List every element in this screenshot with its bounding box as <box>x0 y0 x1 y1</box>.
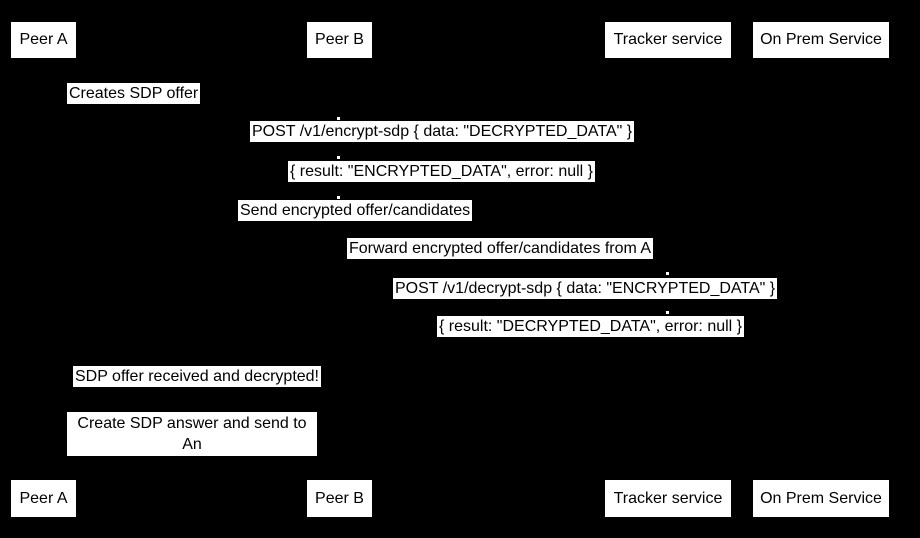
participant-on-prem-service-bottom: On Prem Service <box>753 480 889 517</box>
participant-on-prem-service-top: On Prem Service <box>753 22 889 58</box>
message-encrypt-result: { result: "ENCRYPTED_DATA", error: null … <box>288 161 596 182</box>
participant-peer-b-bottom: Peer B <box>307 480 372 517</box>
message-creates-sdp-offer: Creates SDP offer <box>67 83 201 104</box>
message-post-decrypt-sdp: POST /v1/decrypt-sdp { data: "ENCRYPTED_… <box>393 278 778 299</box>
participant-tracker-service-top: Tracker service <box>605 22 731 58</box>
participant-peer-b-top: Peer B <box>307 22 372 58</box>
message-send-encrypted-offer: Send encrypted offer/candidates <box>238 200 473 221</box>
lifeline-dash <box>337 156 340 159</box>
participant-peer-a-bottom: Peer A <box>11 480 76 517</box>
message-forward-encrypted-offer: Forward encrypted offer/candidates from … <box>347 238 654 259</box>
participant-peer-a-top: Peer A <box>11 22 76 58</box>
lifeline-dash <box>337 196 340 199</box>
lifeline-dash <box>666 311 669 314</box>
note-line-2: using the same mechanism <box>94 457 290 474</box>
message-decrypt-result: { result: "DECRYPTED_DATA", error: null … <box>437 316 745 337</box>
lifeline-dash <box>337 117 340 120</box>
note-create-sdp-answer: Create SDP answer and send to An using t… <box>67 412 317 474</box>
message-sdp-offer-received: SDP offer received and decrypted! <box>73 366 321 387</box>
note-line-1: Create SDP answer and send to An <box>77 415 307 453</box>
message-post-encrypt-sdp: POST /v1/encrypt-sdp { data: "DECRYPTED_… <box>250 121 635 142</box>
participant-tracker-service-bottom: Tracker service <box>605 480 731 517</box>
lifeline-dash <box>666 272 669 275</box>
